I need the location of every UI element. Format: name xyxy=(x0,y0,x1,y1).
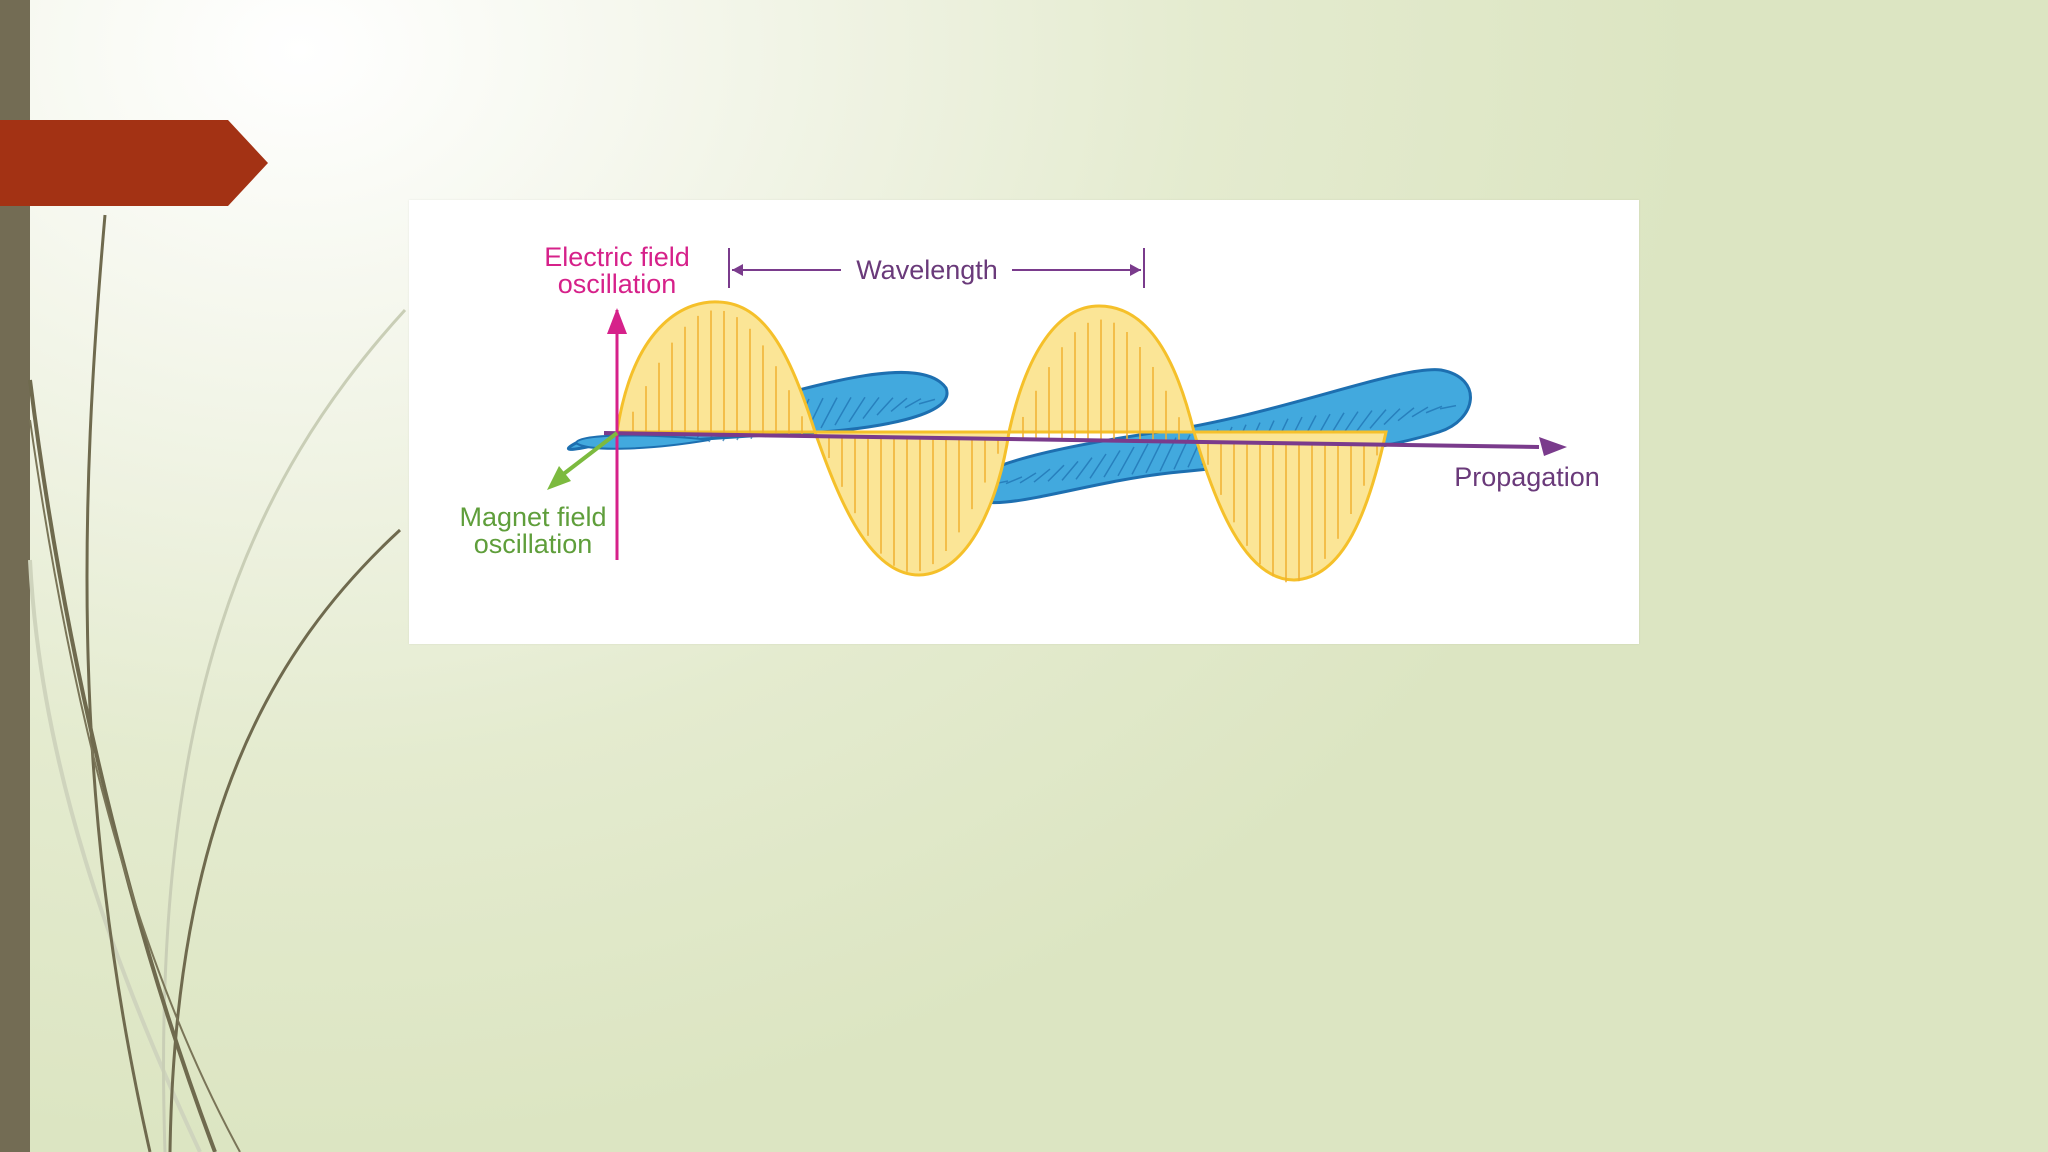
magnetic-hatch-line xyxy=(1411,406,1429,418)
magnetic-hatch-line xyxy=(1075,457,1093,480)
magnetic-hatch-line xyxy=(1383,408,1401,426)
magnetic-hatch-line xyxy=(1103,450,1121,478)
wavelength-marker xyxy=(728,248,1145,288)
magnetic-hatch-line xyxy=(1117,446,1135,477)
magnetic-hatch-line xyxy=(834,396,852,426)
magnetic-hatch-line xyxy=(1061,460,1079,481)
magnetic-hatch-line xyxy=(1439,404,1457,410)
electric-lobe-1 xyxy=(615,300,818,434)
decor-curve-dark-1 xyxy=(85,214,152,1152)
electric-lobe-4 xyxy=(1191,430,1388,582)
magnetic-hatch-line xyxy=(1019,472,1037,484)
magnetic-hatch-line xyxy=(904,398,922,409)
electric-wave xyxy=(615,300,1388,583)
propagation-axis xyxy=(603,431,1540,449)
magnetic-hatch-line xyxy=(1369,409,1387,429)
magnetic-axis-arrowhead xyxy=(547,466,571,490)
magnetic-hatch-line xyxy=(1005,476,1023,485)
propagation-label: Propagation xyxy=(1454,462,1600,492)
propagation-arrowhead xyxy=(1539,437,1567,456)
magnetic-hatch-line xyxy=(1033,468,1051,483)
magnetic-hatch-line xyxy=(1355,410,1373,433)
magnet-label-line2: oscillation xyxy=(474,529,593,559)
magnetic-hatch-line xyxy=(1145,440,1163,474)
electric-lobe-2 xyxy=(812,430,1011,577)
decor-curve-light-2 xyxy=(162,308,407,1152)
magnetic-hatch-line xyxy=(890,397,908,413)
electric-label-line1: Electric field xyxy=(544,242,690,272)
decor-curve-dark-3 xyxy=(168,528,402,1152)
magnet-label-line1: Magnet field xyxy=(459,502,606,532)
electric-label-line2: oscillation xyxy=(558,269,677,299)
em-wave-svg: Electric field oscillation Wavelength Ma… xyxy=(459,242,1600,583)
magnetic-hatch-line xyxy=(1131,443,1149,475)
electric-axis-arrowhead xyxy=(607,308,627,334)
em-wave-diagram: Electric field oscillation Wavelength Ma… xyxy=(409,200,1639,644)
magnetic-hatch-line xyxy=(1397,407,1415,422)
magnetic-hatch-line xyxy=(862,396,880,420)
electric-hatch xyxy=(632,310,1378,583)
decor-curve-dark-4 xyxy=(29,419,241,1152)
magnetic-hatch-line xyxy=(918,398,936,405)
decorative-curves xyxy=(28,214,407,1152)
magnetic-hatch-line xyxy=(820,397,838,429)
magnetic-hatch-line xyxy=(1425,405,1443,414)
wavelength-label: Wavelength xyxy=(856,255,998,285)
magnetic-hatch-line xyxy=(1047,464,1065,482)
magnetic-hatch-line xyxy=(848,396,866,423)
magnetic-hatch-line xyxy=(1089,453,1107,479)
magnetic-axis xyxy=(555,431,619,481)
magnetic-hatch-line xyxy=(876,397,894,416)
title-arrow-shape xyxy=(0,120,268,206)
